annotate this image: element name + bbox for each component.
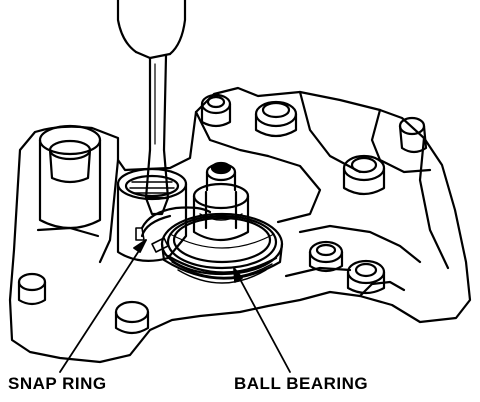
ball-bearing-leader	[233, 267, 291, 373]
snap-ring-label: SNAP RING	[8, 374, 107, 393]
bottom-center-bolt-boss	[114, 300, 150, 335]
shaft-nut	[192, 161, 250, 242]
snap-ring-leader	[59, 239, 147, 373]
ball-bearing	[160, 212, 284, 284]
lower-left-bolt-boss	[17, 272, 47, 306]
lower-right-bolt-boss	[346, 259, 386, 295]
upper-bolt-boss	[254, 100, 298, 138]
left-boss	[38, 124, 102, 230]
far-right-bolt-boss	[398, 116, 428, 154]
mid-right-bolt-boss	[308, 240, 344, 273]
left-upper-bolt-boss	[200, 93, 232, 128]
ball-bearing-label: BALL BEARING	[234, 374, 369, 393]
right-bolt-boss	[342, 154, 386, 196]
